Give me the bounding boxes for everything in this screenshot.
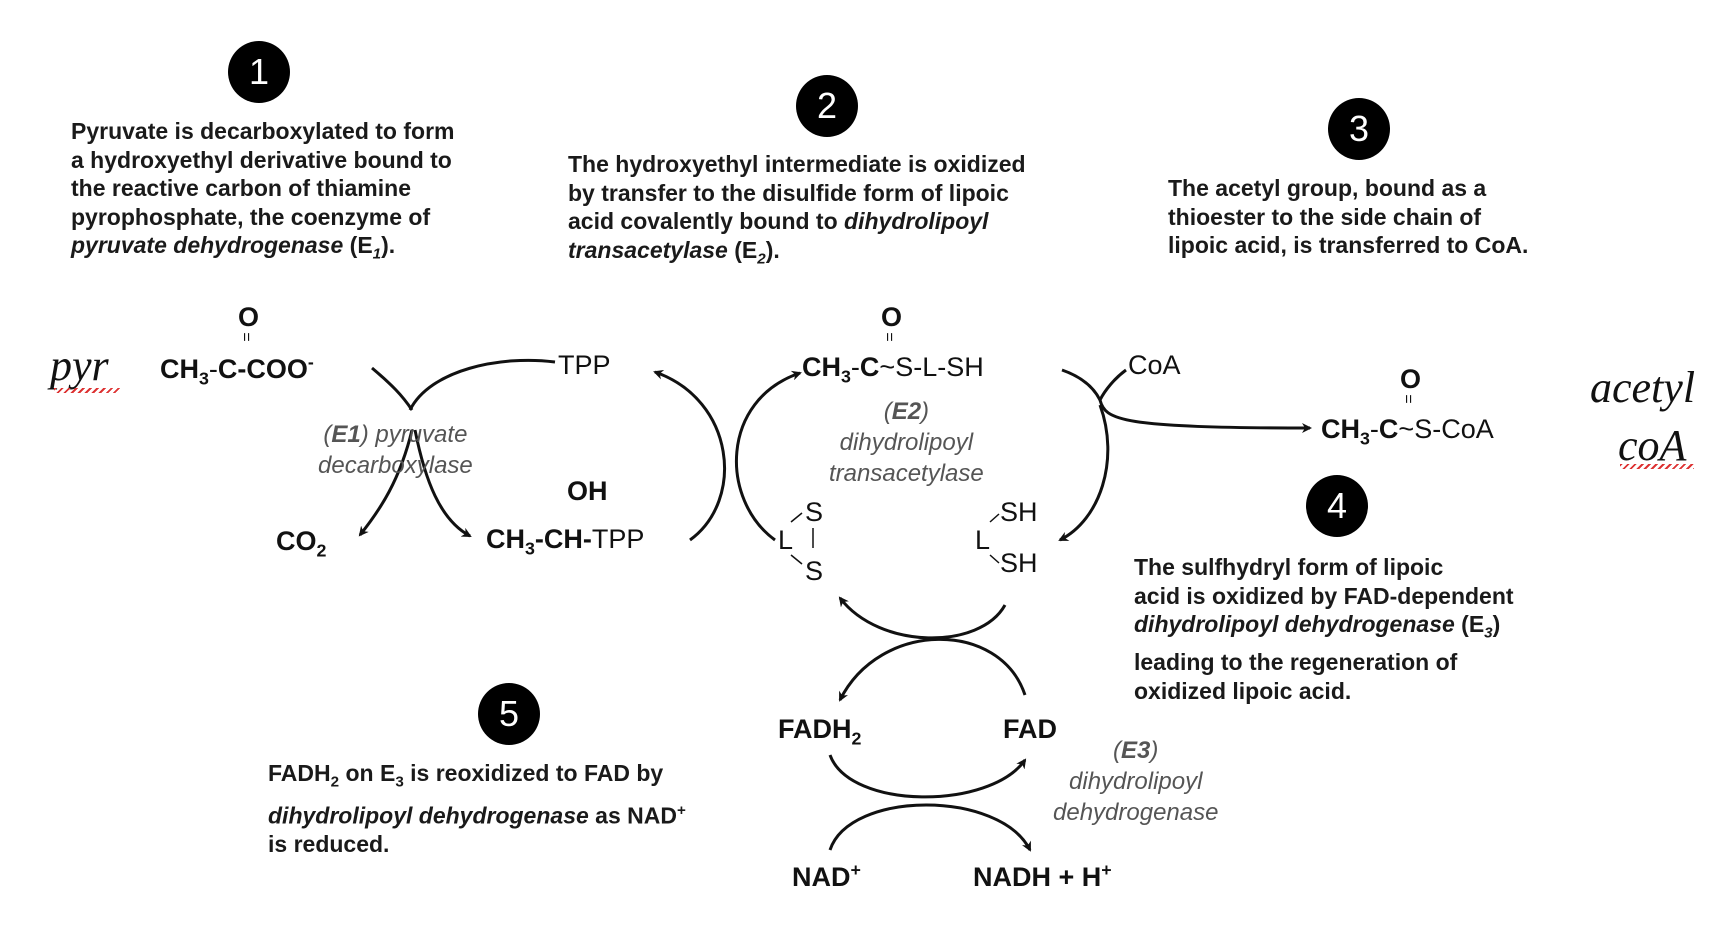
pyruvate-double-bond: = — [237, 332, 255, 342]
step-1-line: pyrophosphate, the coenzyme of — [71, 203, 431, 230]
fadh2: FADH2 — [778, 714, 862, 749]
hydroxyl-group: OH — [567, 476, 608, 506]
step-1-description: Pyruvate is decarboxylated to form a hyd… — [71, 117, 454, 269]
handwritten-coa: coA — [1618, 421, 1687, 470]
step5-curves — [828, 754, 1032, 852]
handwritten-pyr: pyr — [50, 341, 109, 390]
step-2-line: by transfer to the disulfide form of lip… — [568, 179, 1009, 206]
pyruvate: CH3-C-COO- — [160, 352, 314, 389]
step-2-line: acid covalently bound to dihydrolipoyl — [568, 208, 989, 234]
step-1-line: pyruvate dehydrogenase (E1). — [71, 232, 396, 263]
acetyl-coa-oxygen: O — [1400, 364, 1422, 394]
step-4-line: leading to the regeneration of — [1134, 649, 1458, 676]
step-1-line: a hydroxyethyl derivative bound to — [71, 146, 452, 173]
acetyl-coa: CH3-C~S-CoA — [1321, 414, 1494, 449]
step1-curves — [358, 358, 556, 538]
step-3-badge: 3 — [1328, 98, 1390, 160]
lipoamide-oxidized-s1: S — [805, 497, 824, 527]
step-5-line: FADH2 on E3 is reoxidized to FAD by — [268, 760, 664, 791]
enzyme-e1-label: (E1) pyruvate decarboxylase — [318, 421, 473, 479]
acetyl-lipoamide-oxygen: O — [881, 302, 903, 332]
lipoamide-reduced-l: L — [975, 525, 991, 555]
step-1-badge: 1 — [228, 41, 290, 103]
step-1-line: Pyruvate is decarboxylated to form — [71, 118, 455, 144]
step-5-description: FADH2 on E3 is reoxidized to FAD by dihy… — [268, 759, 686, 859]
step-2-line: transacetylase (E2). — [568, 236, 780, 268]
handwritten-acetyl: acetyl — [1590, 363, 1696, 412]
coa-label: CoA — [1128, 350, 1181, 380]
enzyme-e2-label: (E2) dihydrolipoyl transacetylase — [829, 398, 984, 487]
step-2-line: The hydroxyethyl intermediate is oxidize… — [568, 151, 1026, 177]
step3-curves — [1058, 368, 1312, 542]
spellcheck-underline — [54, 388, 120, 393]
step-5-badge: 5 — [478, 683, 540, 745]
acetyl-lipoamide-double-bond: = — [880, 332, 898, 342]
step-4-line: dihydrolipoyl dehydrogenase (E3) — [1134, 611, 1501, 642]
step-3-line: The acetyl group, bound as a — [1168, 175, 1487, 201]
co2: CO2 — [276, 526, 327, 561]
step-3-description: The acetyl group, bound as a thioester t… — [1168, 174, 1528, 260]
enzyme-e3-label: (E3) dihydrolipoyl dehydrogenase — [1053, 737, 1219, 826]
lipoamide-reduced-sh1: SH — [1000, 497, 1038, 527]
lipoamide-reduced-sh2: SH — [1000, 548, 1038, 578]
hydroxyethyl-tpp: CH3-CH-TPP — [486, 524, 645, 559]
acetyl-dihydrolipoamide: CH3-C~S-L-SH — [802, 352, 984, 387]
step-4-line: The sulfhydryl form of lipoic — [1134, 554, 1444, 580]
acetyl-coa-double-bond: = — [1399, 394, 1417, 404]
step-5-line: dihydrolipoyl dehydrogenase as NAD+ — [268, 802, 686, 829]
spellcheck-underline — [1620, 464, 1694, 469]
step-1-line: the reactive carbon of thiamine — [71, 175, 411, 201]
step4-curves — [838, 596, 1027, 702]
step-3-line: thioester to the side chain of — [1168, 203, 1482, 230]
step2-curves — [653, 369, 802, 542]
step-4-description: The sulfhydryl form of lipoic acid is ox… — [1134, 553, 1514, 705]
step-4-line: oxidized lipoic acid. — [1134, 677, 1352, 704]
pyruvate-oxygen: O — [238, 302, 260, 332]
nad-plus: NAD+ — [792, 860, 861, 892]
lipoamide-oxidized-s2: S — [805, 556, 824, 586]
fad: FAD — [1003, 714, 1057, 744]
lipoamide-oxidized-l: L — [778, 525, 794, 555]
step-3-line: lipoic acid, is transferred to CoA. — [1168, 232, 1529, 258]
step-2-description: The hydroxyethyl intermediate is oxidize… — [568, 150, 1026, 274]
tpp-label: TPP — [558, 350, 611, 380]
step-5-line: is reduced. — [268, 831, 390, 858]
nadh: NADH + H+ — [973, 860, 1112, 892]
step-2-badge: 2 — [796, 75, 858, 137]
step-4-line: acid is oxidized by FAD-dependent — [1134, 582, 1514, 609]
step-4-badge: 4 — [1306, 475, 1368, 537]
